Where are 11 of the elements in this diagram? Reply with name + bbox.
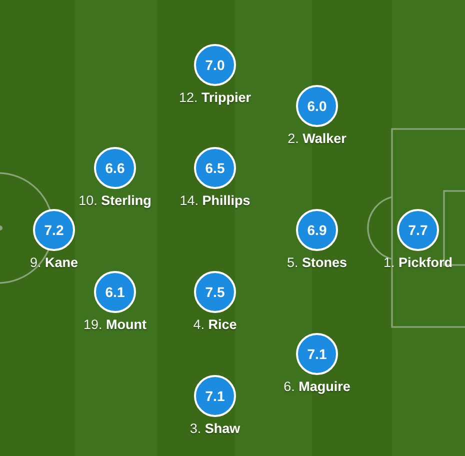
player-name: 6. Maguire xyxy=(284,379,350,394)
player-name: 14. Phillips xyxy=(180,193,250,208)
player-name: 2. Walker xyxy=(288,131,346,146)
player-name: 12. Trippier xyxy=(178,90,252,105)
player-name: 5. Stones xyxy=(286,255,348,270)
player-name: 19. Mount xyxy=(83,317,146,332)
player-name: 3. Shaw xyxy=(190,421,240,436)
player-name: 10. Sterling xyxy=(78,193,152,208)
player-name: 9. Kane xyxy=(30,255,78,270)
player-name: 4. Rice xyxy=(193,317,237,332)
player-name: 1. Pickford xyxy=(383,255,453,270)
